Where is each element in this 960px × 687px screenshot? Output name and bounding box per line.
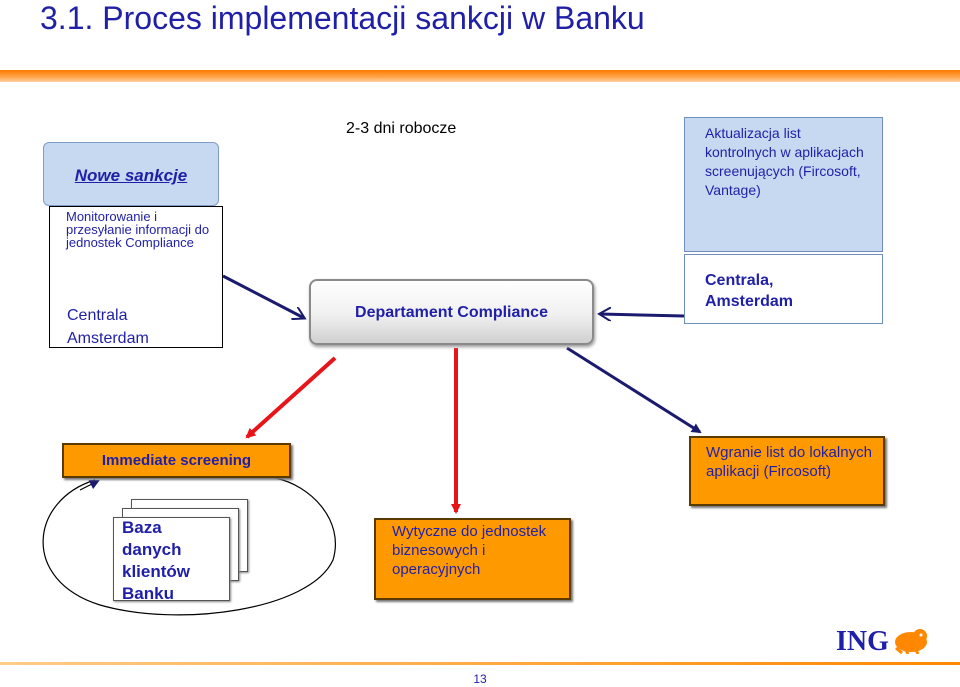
cycle-ellipse — [42, 477, 336, 616]
footer-line — [0, 662, 960, 665]
guidelines-box — [374, 518, 571, 600]
header-bar — [0, 70, 960, 82]
new-sanctions-scroll — [43, 142, 219, 206]
arrow-center-to-screening — [245, 356, 337, 439]
upload-lists-text: Wgranie list do lokalnych aplikacji (Fir… — [706, 444, 872, 480]
headquarters-box — [684, 254, 883, 324]
watchlist-update-box — [684, 117, 883, 252]
monitoring-location: Centrala Amsterdam — [67, 304, 149, 350]
upload-lists-box — [689, 436, 885, 506]
lion-icon — [895, 629, 927, 654]
database-line4: Banku — [122, 584, 174, 603]
page-number: 13 — [473, 672, 487, 686]
title-number: 3.1. — [40, 0, 94, 36]
arrow-right-to-center — [600, 314, 685, 316]
immediate-screening-label: Immediate screening — [101, 452, 252, 469]
location-line1: Centrala — [67, 307, 128, 324]
document-sheet-front — [113, 517, 230, 601]
database-line2: danych — [122, 540, 182, 559]
compliance-department-box — [309, 279, 594, 345]
immediate-screening-box — [62, 443, 291, 478]
headquarters-line2: Amsterdam — [705, 293, 794, 310]
database-line3: klientów — [122, 562, 191, 581]
monitoring-box — [49, 206, 223, 348]
arrow-left-to-center — [222, 274, 304, 318]
ing-logo-text: ING — [836, 626, 889, 657]
timeframe-label: 2-3 dni robocze — [346, 120, 457, 137]
headquarters-text: Centrala, Amsterdam — [705, 270, 875, 312]
watchlist-update-text: Aktualizacja list kontrolnych w aplikacj… — [705, 125, 864, 198]
cycle-arrow — [79, 480, 100, 491]
customer-database-label: Baza danych klientów Banku — [122, 517, 227, 605]
monitoring-description: Monitorowanie i przesyłanie informacji d… — [66, 209, 210, 250]
compliance-department-label: Departament Compliance — [355, 304, 548, 321]
guidelines-text: Wytyczne do jednostek biznesowych i oper… — [392, 523, 547, 578]
title-text: Proces implementacji sankcji w Banku — [102, 0, 645, 36]
location-line2: Amsterdam — [67, 330, 149, 347]
database-line1: Baza — [122, 518, 162, 537]
page-title: 3.1. Proces implementacji sankcji w Bank… — [40, 0, 645, 37]
headquarters-line1: Centrala, — [705, 272, 774, 289]
new-sanctions-heading: Nowe sankcje — [74, 166, 188, 185]
arrow-center-to-upload — [566, 346, 702, 434]
